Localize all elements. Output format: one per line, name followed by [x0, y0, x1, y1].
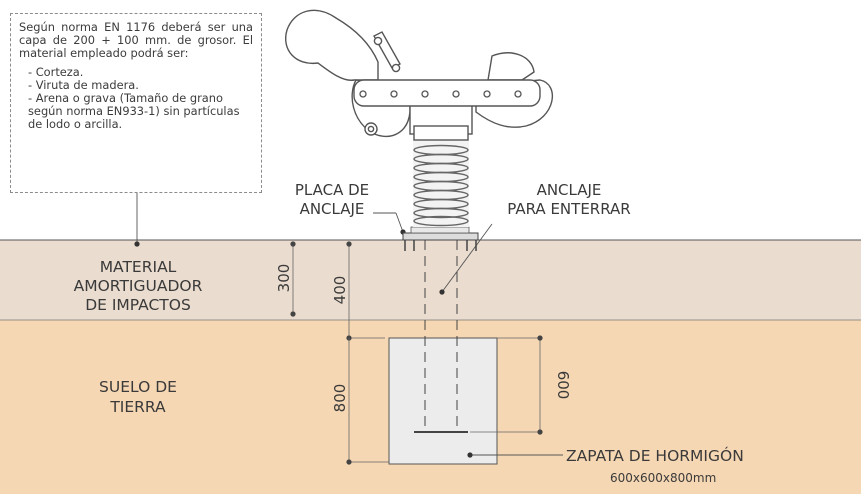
- note-material-list: - Corteza. - Viruta de madera. - Arena o…: [19, 66, 253, 130]
- dim-text-600: 600: [554, 371, 572, 400]
- label-placa-1: PLACA DE: [295, 181, 369, 199]
- label-suelo-1: SUELO DE: [99, 378, 177, 396]
- label-anclaje-1: ANCLAJE: [537, 181, 602, 199]
- label-suelo-2: TIERRA: [109, 398, 166, 416]
- note-intro: Según norma EN 1176 deberá ser una capa …: [19, 20, 253, 60]
- dimension-600: [470, 335, 543, 435]
- label-material-1: MATERIAL: [100, 258, 177, 276]
- label-zapata-size: 600x600x800mm: [610, 471, 716, 485]
- dim-text-300: 300: [275, 264, 293, 293]
- label-material-2: AMORTIGUADOR: [74, 277, 203, 295]
- label-placa-2: ANCLAJE: [300, 200, 365, 218]
- label-anclaje-2: PARA ENTERRAR: [507, 200, 630, 218]
- dim-text-400: 400: [331, 276, 349, 305]
- dimension-300: [290, 241, 296, 317]
- spring: [413, 140, 469, 227]
- dim-text-800: 800: [331, 384, 349, 413]
- label-material-3: DE IMPACTOS: [85, 296, 191, 314]
- note-item-corteza: - Corteza.: [28, 65, 84, 80]
- note-item-viruta: - Viruta de madera.: [28, 78, 139, 93]
- dimension-400: [346, 241, 385, 341]
- surfacing-note-box: Según norma EN 1176 deberá ser una capa …: [10, 13, 262, 193]
- note-item-arena: - Arena o grava (Tamaño de grano según n…: [28, 90, 240, 131]
- label-zapata: ZAPATA DE HORMIGÓN: [566, 446, 744, 465]
- dimension-800: [346, 338, 389, 465]
- plank-holes: [359, 90, 522, 98]
- concrete-footing: [388, 337, 498, 465]
- rocker-figure: [285, 9, 554, 141]
- impact-layer: [0, 240, 861, 320]
